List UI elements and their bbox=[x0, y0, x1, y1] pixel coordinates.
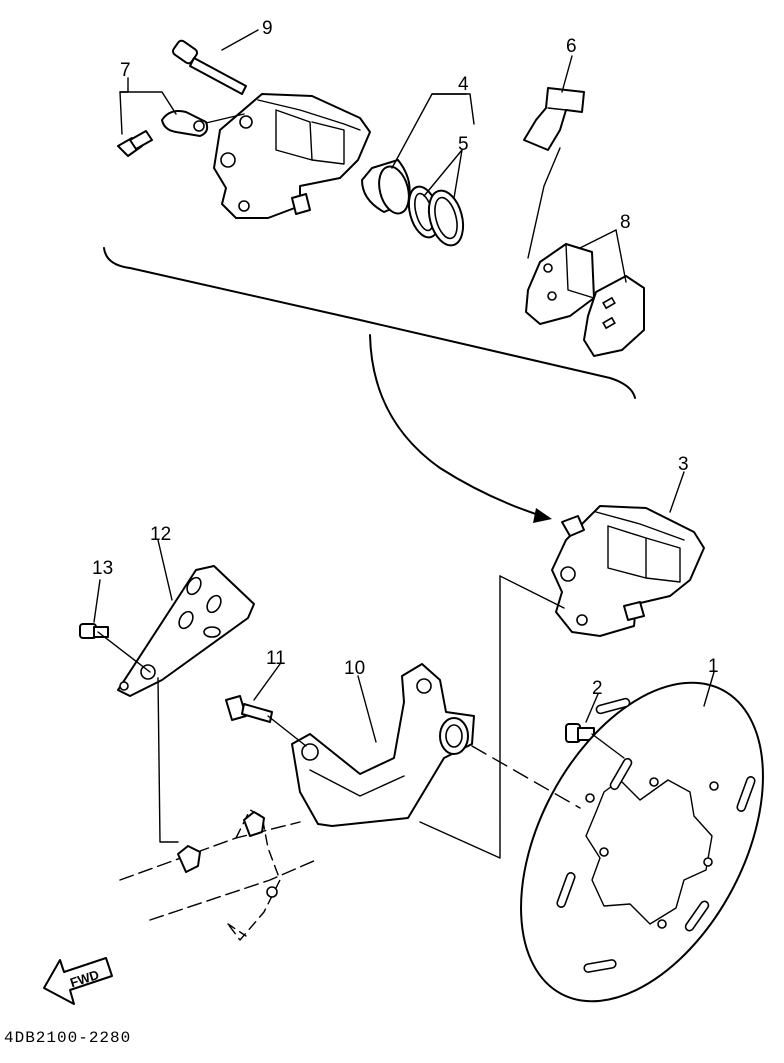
part-1-brake-disc bbox=[520, 681, 764, 1003]
part-8-brake-pads bbox=[525, 243, 645, 357]
part-2-bolt bbox=[565, 723, 595, 743]
part-5-seals bbox=[407, 185, 465, 247]
callout-11: 11 bbox=[266, 648, 286, 669]
part-11-bolt bbox=[225, 695, 273, 723]
part-10-caliper-bracket bbox=[291, 663, 475, 827]
callout-8: 8 bbox=[620, 212, 631, 233]
part-6-pad-spring bbox=[523, 87, 585, 151]
callout-9: 9 bbox=[262, 18, 273, 39]
callout-2: 2 bbox=[592, 678, 603, 699]
leader-lines bbox=[93, 29, 715, 743]
callout-4: 4 bbox=[458, 74, 469, 95]
callout-13: 13 bbox=[92, 558, 113, 579]
part-13-bolt bbox=[79, 623, 109, 639]
detail-arrow bbox=[369, 334, 552, 523]
diagram-code: 4DB2100-2280 bbox=[4, 1029, 131, 1047]
assembly-lines bbox=[97, 113, 625, 859]
callout-1: 1 bbox=[708, 656, 719, 677]
fwd-direction-indicator: FWD bbox=[43, 957, 113, 1005]
detail-bracket bbox=[103, 247, 636, 399]
callout-7: 7 bbox=[120, 60, 131, 81]
part-4-piston bbox=[361, 159, 411, 215]
callout-12: 12 bbox=[150, 524, 171, 545]
callout-5: 5 bbox=[458, 134, 469, 155]
part-9-slide-pin bbox=[171, 39, 247, 95]
swingarm-outline bbox=[119, 809, 317, 941]
caliper-body-exploded bbox=[213, 93, 371, 219]
part-12-disc-guard bbox=[117, 565, 255, 697]
callout-labels: 9 7 4 5 6 8 3 12 13 11 10 2 1 bbox=[92, 18, 719, 699]
callout-6: 6 bbox=[566, 36, 577, 57]
part-7-bleed-screw bbox=[117, 110, 209, 157]
callout-3: 3 bbox=[678, 454, 689, 475]
callout-10: 10 bbox=[344, 658, 365, 679]
part-3-caliper-assembly bbox=[551, 505, 705, 637]
